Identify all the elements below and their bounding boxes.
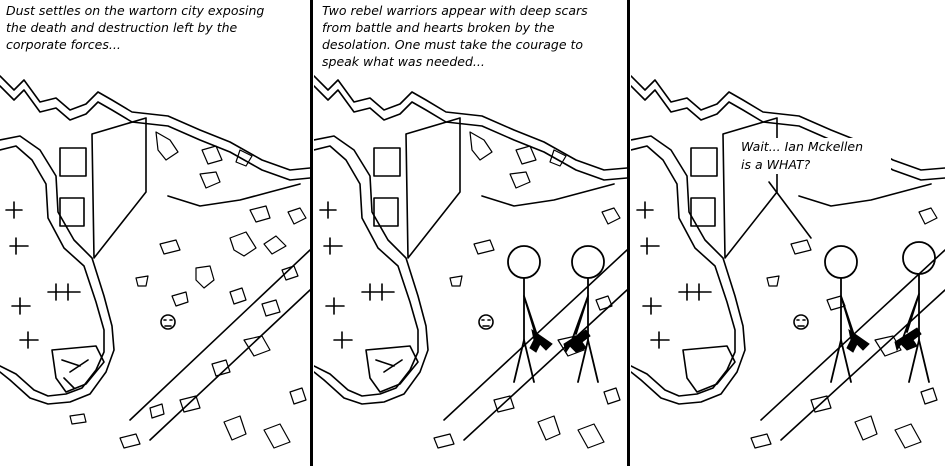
ruined-city-scene (0, 75, 310, 449)
panel-3: Wait... Ian Mckellen is a WHAT? (631, 0, 945, 466)
narration-caption: Dust settles on the wartorn city exposin… (6, 2, 296, 53)
rebel-warrior-left (507, 245, 541, 383)
rifle-icon (529, 328, 553, 353)
rifle-icon (846, 328, 870, 353)
rebel-warrior-right (571, 245, 605, 383)
rebel-warriors-scene (314, 75, 627, 449)
rifle-icon (563, 329, 591, 354)
narration-caption: Two rebel warriors appear with deep scar… (322, 2, 627, 70)
rebel-warrior-right (902, 241, 936, 383)
panel-2: Two rebel warriors appear with deep scar… (314, 0, 627, 466)
rebel-dialogue-scene (631, 75, 945, 449)
panel-divider (627, 0, 630, 466)
panel-divider (310, 0, 313, 466)
speech-text: Wait... Ian Mckellen is a WHAT? (741, 138, 891, 174)
rifle-icon (894, 327, 922, 352)
panel-1: Dust settles on the wartorn city exposin… (0, 0, 310, 466)
rebel-warrior-left (824, 245, 858, 383)
